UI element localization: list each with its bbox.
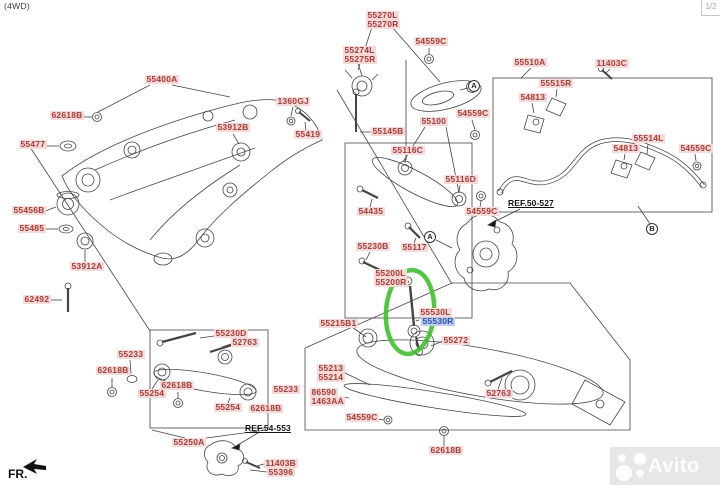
page-indicator[interactable]: 1/2 xyxy=(701,0,720,16)
part-label-55456B[interactable]: 55456B xyxy=(12,205,46,215)
part-label-55100[interactable]: 55100 xyxy=(420,116,448,126)
part-label-52763[interactable]: 52763 xyxy=(231,337,259,347)
part-label-11403B[interactable]: 11403B xyxy=(264,458,298,468)
part-label-1360GJ[interactable]: 1360GJ xyxy=(276,96,311,106)
part-label-54813[interactable]: 54813 xyxy=(612,143,640,153)
ref-link-REF-50-527[interactable]: REF.50-527 xyxy=(508,198,554,208)
part-label-52763[interactable]: 52763 xyxy=(485,388,513,398)
callout-letter-A: A xyxy=(424,231,436,243)
part-label-55530R[interactable]: 55530R xyxy=(421,316,455,326)
ref-link-REF-54-553[interactable]: REF.54-553 xyxy=(245,423,291,433)
part-label-55485[interactable]: 55485 xyxy=(18,223,46,233)
part-label-55116D[interactable]: 55116D xyxy=(444,174,478,184)
part-label-11403C[interactable]: 11403C xyxy=(595,58,629,68)
part-label-55117[interactable]: 55117 xyxy=(401,242,429,252)
part-label-55233[interactable]: 55233 xyxy=(117,349,145,359)
part-label-55230B[interactable]: 55230B xyxy=(356,241,390,251)
watermark: Avito xyxy=(610,447,720,485)
part-label-62618B[interactable]: 62618B xyxy=(249,403,283,413)
part-label-55250A[interactable]: 55250A xyxy=(172,437,206,447)
part-label-55230D[interactable]: 55230D xyxy=(214,328,248,338)
part-label-55272[interactable]: 55272 xyxy=(442,335,470,345)
part-label-54559C[interactable]: 54559C xyxy=(465,206,499,216)
part-label-54435[interactable]: 54435 xyxy=(357,206,385,216)
part-label-55233[interactable]: 55233 xyxy=(272,384,300,394)
part-label-55477[interactable]: 55477 xyxy=(19,139,47,149)
part-label-62618B[interactable]: 62618B xyxy=(50,110,84,120)
part-label-53912A[interactable]: 53912A xyxy=(70,261,104,271)
part-label-62492[interactable]: 62492 xyxy=(23,294,51,304)
part-label-53912B[interactable]: 53912B xyxy=(216,122,250,132)
watermark-text: Avito xyxy=(648,454,700,477)
part-label-55400A[interactable]: 55400A xyxy=(145,74,179,84)
callout-letter-A: A xyxy=(468,80,480,92)
part-label-54559C[interactable]: 54559C xyxy=(414,36,448,46)
avito-logo-icon xyxy=(614,449,648,483)
part-label-62618B[interactable]: 62618B xyxy=(429,445,463,455)
part-label-54559C[interactable]: 54559C xyxy=(679,143,713,153)
part-label-55515R[interactable]: 55515R xyxy=(539,78,573,88)
part-label-55145B[interactable]: 55145B xyxy=(371,126,405,136)
part-label-54559C[interactable]: 54559C xyxy=(345,412,379,422)
part-label-55419[interactable]: 55419 xyxy=(294,129,322,139)
part-label-55510A[interactable]: 55510A xyxy=(513,57,547,67)
part-label-55116C[interactable]: 55116C xyxy=(391,145,425,155)
fr-label: FR. xyxy=(8,467,28,481)
part-label-55215B1[interactable]: 55215B1 xyxy=(319,318,358,328)
part-label-54559C[interactable]: 54559C xyxy=(456,108,490,118)
part-label-55396[interactable]: 55396 xyxy=(267,467,295,477)
fr-direction-arrow-icon xyxy=(23,459,46,474)
drive-type-mark: (4WD) xyxy=(4,1,31,11)
part-label-55254[interactable]: 55254 xyxy=(214,402,242,412)
callout-letter-B: B xyxy=(646,223,658,235)
part-label-54813[interactable]: 54813 xyxy=(519,92,547,102)
part-label-55254[interactable]: 55254 xyxy=(138,388,166,398)
part-label-55514L[interactable]: 55514L xyxy=(632,133,666,143)
part-label-55530L[interactable]: 55530L xyxy=(419,307,453,317)
part-label-62618B[interactable]: 62618B xyxy=(160,380,194,390)
part-label-62618B[interactable]: 62618B xyxy=(96,365,130,375)
